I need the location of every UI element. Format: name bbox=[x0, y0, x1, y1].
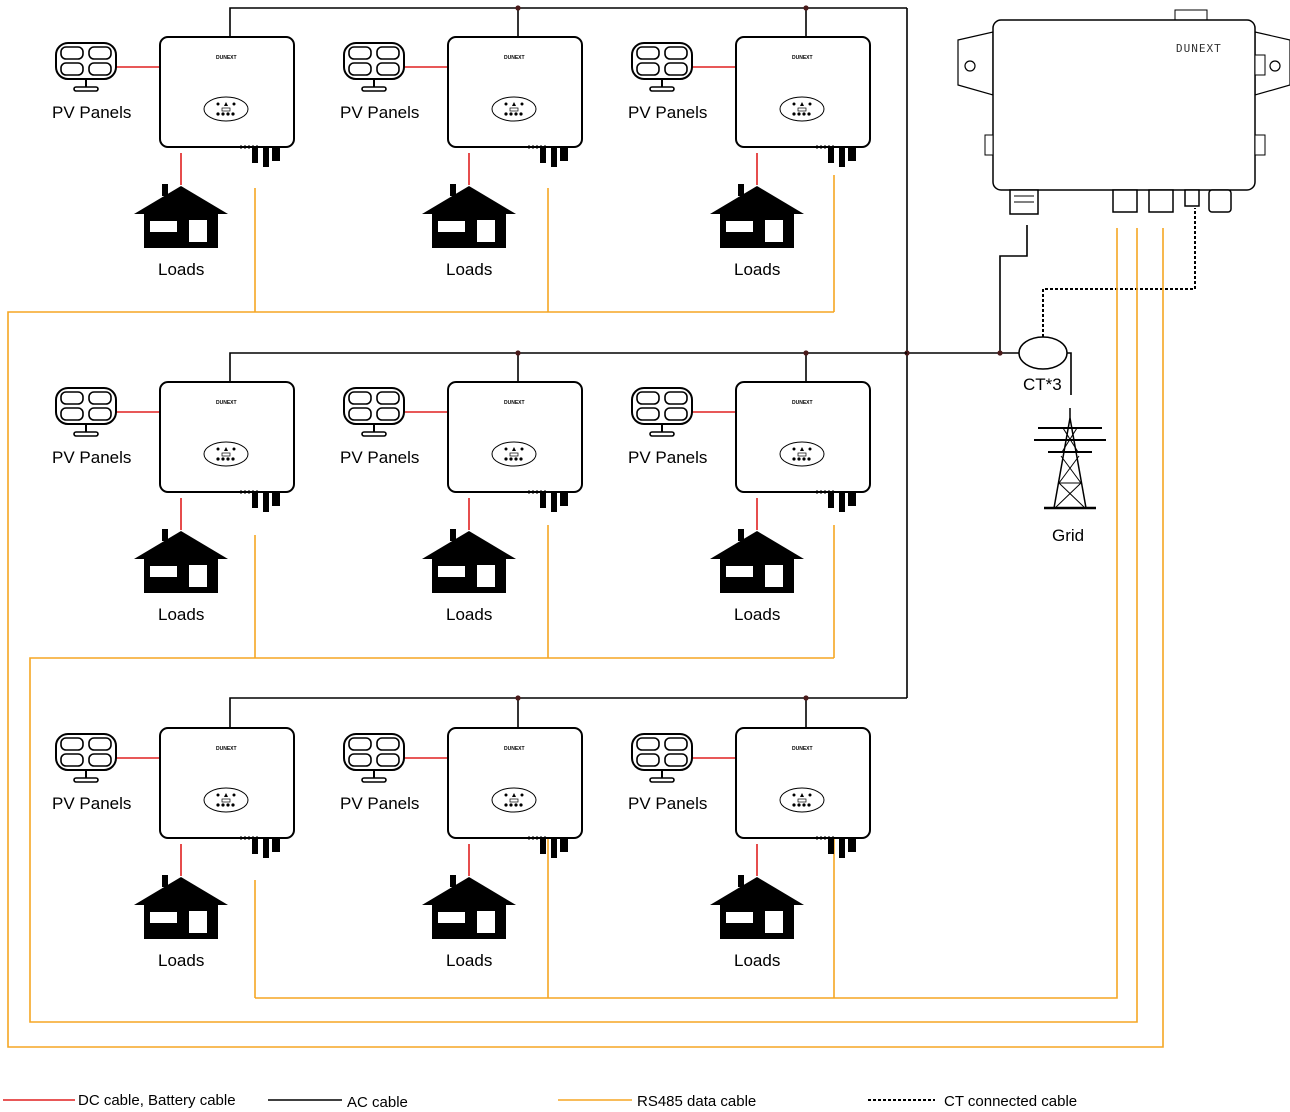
house-icon bbox=[710, 529, 804, 593]
pv-panels-label: PV Panels bbox=[52, 794, 131, 813]
inverter-brand-label: DUNEXT bbox=[216, 55, 237, 61]
pv-panel-icon bbox=[55, 387, 117, 437]
pv-panels-label: PV Panels bbox=[340, 794, 419, 813]
legend-ct-label: CT connected cable bbox=[944, 1093, 1077, 1110]
rs485-row-3 bbox=[255, 228, 1118, 999]
ac-row-bus-2 bbox=[229, 352, 907, 382]
pv-panels-label: PV Panels bbox=[340, 448, 419, 467]
loads-label: Loads bbox=[734, 260, 780, 279]
pv-panels-label: PV Panels bbox=[340, 103, 419, 122]
loads-label: Loads bbox=[158, 951, 204, 970]
loads-label: Loads bbox=[734, 951, 780, 970]
ac-junction-r1c3 bbox=[803, 5, 809, 11]
pv-panel-icon bbox=[55, 42, 117, 92]
rs485-row-2 bbox=[29, 228, 1138, 1023]
pv-panel-icon bbox=[55, 733, 117, 783]
ac-ct-to-grid bbox=[1067, 352, 1072, 395]
ct-cable bbox=[1042, 208, 1196, 337]
inverter-brand-label: DUNEXT bbox=[792, 746, 813, 752]
house-icon bbox=[134, 529, 228, 593]
ac-junction-r3c2 bbox=[515, 695, 521, 701]
pv-panel-icon bbox=[343, 733, 405, 783]
ac-junction-r1c2 bbox=[515, 5, 521, 11]
house-icon bbox=[710, 184, 804, 248]
inverter-brand-label: DUNEXT bbox=[792, 55, 813, 61]
ac-meter-junction bbox=[997, 350, 1003, 356]
inverter-brand-label: DUNEXT bbox=[504, 746, 525, 752]
inverter-brand-label: DUNEXT bbox=[504, 55, 525, 61]
wiring-layer bbox=[7, 5, 1196, 1048]
ac-to-meter bbox=[907, 225, 1028, 354]
loads-label: Loads bbox=[158, 260, 204, 279]
meter-brand-label: DUNEXT bbox=[1176, 42, 1222, 55]
pv-panel-icon bbox=[631, 387, 693, 437]
ac-junction-r3c3 bbox=[803, 695, 809, 701]
inverter-brand-label: DUNEXT bbox=[504, 400, 525, 406]
rs485-row-1 bbox=[7, 228, 1164, 1048]
pv-panel-icon bbox=[343, 387, 405, 437]
house-icon bbox=[422, 875, 516, 939]
house-icon bbox=[134, 875, 228, 939]
ac-row-bus-1 bbox=[229, 7, 907, 37]
pv-panels-label: PV Panels bbox=[628, 103, 707, 122]
pv-panel-icon bbox=[631, 42, 693, 92]
pv-panels-label: PV Panels bbox=[52, 103, 131, 122]
legend-ac-label: AC cable bbox=[347, 1094, 408, 1111]
grid-label: Grid bbox=[1052, 526, 1084, 545]
ac-row-bus-3 bbox=[229, 697, 907, 728]
pv-panels-label: PV Panels bbox=[628, 448, 707, 467]
grid-tower-icon bbox=[1032, 406, 1108, 510]
house-icon bbox=[422, 529, 516, 593]
loads-label: Loads bbox=[446, 951, 492, 970]
loads-label: Loads bbox=[446, 605, 492, 624]
loads-label: Loads bbox=[446, 260, 492, 279]
ct-label: CT*3 bbox=[1023, 375, 1062, 394]
house-icon bbox=[134, 184, 228, 248]
pv-panel-icon bbox=[631, 733, 693, 783]
loads-label: Loads bbox=[158, 605, 204, 624]
loads-label: Loads bbox=[734, 605, 780, 624]
inverter-brand-label: DUNEXT bbox=[792, 400, 813, 406]
ct-sensor bbox=[1018, 336, 1068, 370]
ac-junction-r2c3 bbox=[803, 350, 809, 356]
pv-panels-label: PV Panels bbox=[52, 448, 131, 467]
smart-meter-box: DUNEXT bbox=[957, 9, 1290, 215]
legend: DC cable, Battery cable AC cable RS485 d… bbox=[3, 1092, 1077, 1111]
pv-panels-label: PV Panels bbox=[628, 794, 707, 813]
house-icon bbox=[710, 875, 804, 939]
inverter-brand-label: DUNEXT bbox=[216, 746, 237, 752]
legend-dc-label: DC cable, Battery cable bbox=[78, 1092, 236, 1109]
house-icon bbox=[422, 184, 516, 248]
ac-junction-r2c2 bbox=[515, 350, 521, 356]
inverter-brand-label: DUNEXT bbox=[216, 400, 237, 406]
pv-panel-icon bbox=[343, 42, 405, 92]
legend-rs485-label: RS485 data cable bbox=[637, 1093, 756, 1110]
